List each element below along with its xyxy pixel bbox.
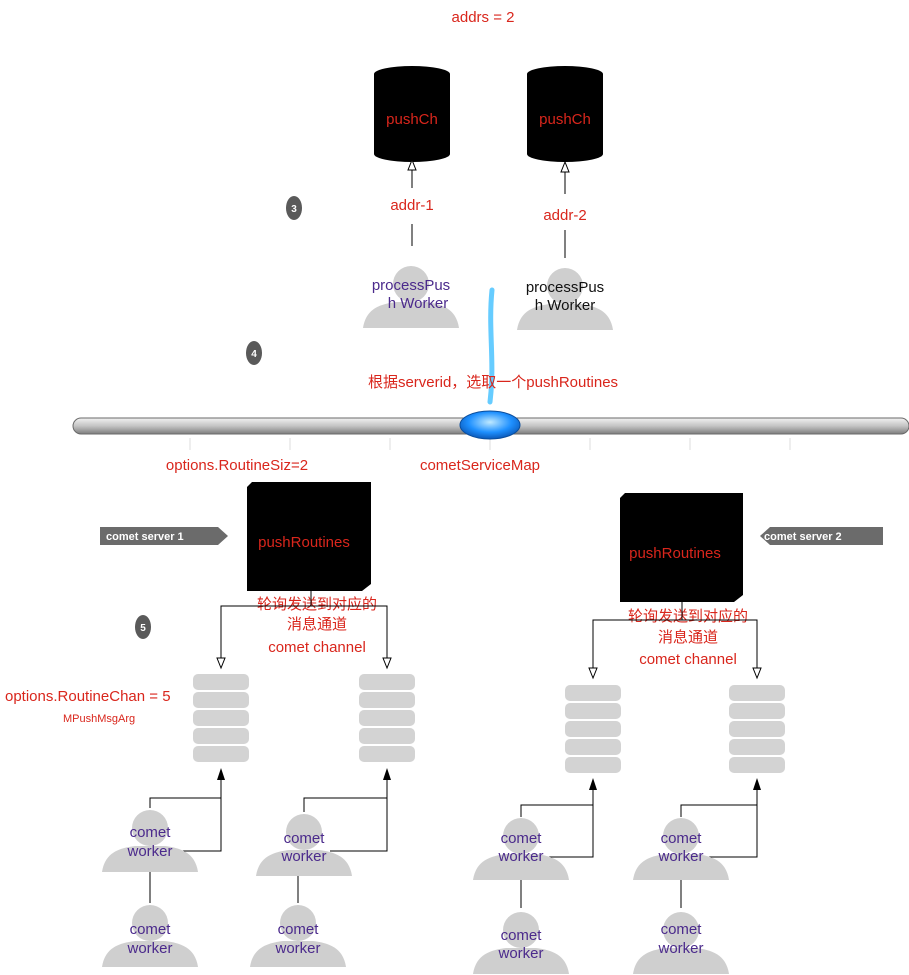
comet-server-2-tag: comet server 2: [760, 527, 883, 545]
comet-service-map-hub: [459, 410, 521, 440]
comet-channel-queue-2a: [565, 685, 621, 773]
svg-text:5: 5: [140, 623, 146, 634]
comet-service-map-label: cometServiceMap: [420, 457, 540, 474]
comet-worker-label-1d-l1: comet: [278, 921, 320, 938]
comet-server-2: comet server 2 pushRoutines 轮询发送到对应的 消息通…: [473, 493, 883, 974]
push-routines-box-1: [247, 482, 371, 591]
comet-worker-label-2a-l2: worker: [497, 848, 543, 865]
comet-worker-label-1a-l1: comet: [130, 824, 172, 841]
arrow-to-queue-2b: [753, 778, 761, 790]
round-robin-note-1-line1: 轮询发送到对应的: [257, 595, 377, 613]
pushch-label-1: pushCh: [386, 111, 438, 128]
arrow-to-queue-1a: [217, 768, 225, 780]
push-routines-label-1: pushRoutines: [258, 534, 350, 551]
pushch-cylinder-1: [374, 66, 450, 162]
comet-channel-queue-1b: [359, 674, 415, 762]
comet-worker-label-2d-l1: comet: [661, 921, 703, 938]
comet-worker-label-2c-l2: worker: [657, 848, 703, 865]
process-push-worker-line1-1: processPus: [372, 277, 450, 294]
comet-server-1: comet server 1 pushRoutines 轮询发送到对应的 消息通…: [100, 482, 415, 967]
routine-chan-size-label: options.RoutineChan = 5: [5, 688, 171, 705]
step-5-badge: 5: [135, 615, 151, 639]
arrow-to-channel-1a: [216, 657, 226, 670]
process-push-worker-line2-2: h Worker: [535, 297, 596, 314]
comet-worker-label-2b-l2: worker: [497, 945, 543, 962]
svg-text:4: 4: [251, 349, 257, 360]
round-robin-note-2-line1: 轮询发送到对应的: [628, 607, 748, 625]
arrow-to-channel-1b: [382, 657, 392, 670]
comet-worker-label-2d-l2: worker: [657, 940, 703, 957]
comet-worker-label-2b-l1: comet: [501, 927, 543, 944]
select-routine-note: 根据serverid，选取一个pushRoutines: [368, 374, 618, 391]
round-robin-note-1-line2: 消息通道: [287, 616, 347, 633]
arrow-to-pushch-1: [407, 158, 417, 171]
comet-worker-label-1c-l2: worker: [280, 848, 326, 865]
arrow-to-queue-1b: [383, 768, 391, 780]
addrs-count-label: addrs = 2: [452, 9, 515, 26]
arrow-to-pushch-2: [560, 160, 570, 173]
push-channel-2: pushCh addr-2 processPus h Worker: [517, 66, 613, 330]
comet-worker-label-1a-l2: worker: [126, 843, 172, 860]
step-3-badge: 3: [286, 196, 302, 220]
svg-text:comet server 1: comet server 1: [106, 531, 184, 543]
comet-worker-label-2a-l1: comet: [501, 830, 543, 847]
svg-text:3: 3: [291, 204, 297, 215]
pushch-cylinder-2: [527, 66, 603, 162]
comet-server-1-tag: comet server 1: [100, 527, 228, 545]
addr-label-2: addr-2: [543, 207, 586, 224]
arrow-to-channel-2a: [588, 667, 598, 680]
push-routines-label-2: pushRoutines: [629, 545, 721, 562]
round-robin-note-2-line3: comet channel: [639, 651, 737, 668]
addr-label-1: addr-1: [390, 197, 433, 214]
round-robin-note-2-line2: 消息通道: [658, 629, 718, 646]
process-push-worker-line1-2: processPus: [526, 279, 604, 296]
svg-text:comet server 2: comet server 2: [764, 531, 842, 543]
select-routine-arrow: [487, 287, 495, 405]
pushch-label-2: pushCh: [539, 111, 591, 128]
comet-channel-queue-2b: [729, 685, 785, 773]
comet-worker-label-1b-l1: comet: [130, 921, 172, 938]
comet-worker-silhouette-1a: [102, 810, 198, 872]
msg-type-label: MPushMsgArg: [63, 713, 135, 725]
comet-worker-label-1b-l2: worker: [126, 940, 172, 957]
round-robin-note-1-line3: comet channel: [268, 639, 366, 656]
push-channel-1: pushCh addr-1 processPus h Worker: [363, 66, 459, 328]
process-push-worker-line2-1: h Worker: [388, 295, 449, 312]
push-routines-box-2: [620, 493, 743, 602]
step-4-badge: 4: [246, 341, 262, 365]
arrow-to-channel-2b: [752, 667, 762, 680]
comet-worker-label-1c-l1: comet: [284, 830, 326, 847]
comet-worker-label-1d-l2: worker: [274, 940, 320, 957]
arrow-to-queue-2a: [589, 778, 597, 790]
comet-channel-queue-1a: [193, 674, 249, 762]
comet-worker-label-2c-l1: comet: [661, 830, 703, 847]
routine-size-label: options.RoutineSiz=2: [166, 457, 308, 474]
